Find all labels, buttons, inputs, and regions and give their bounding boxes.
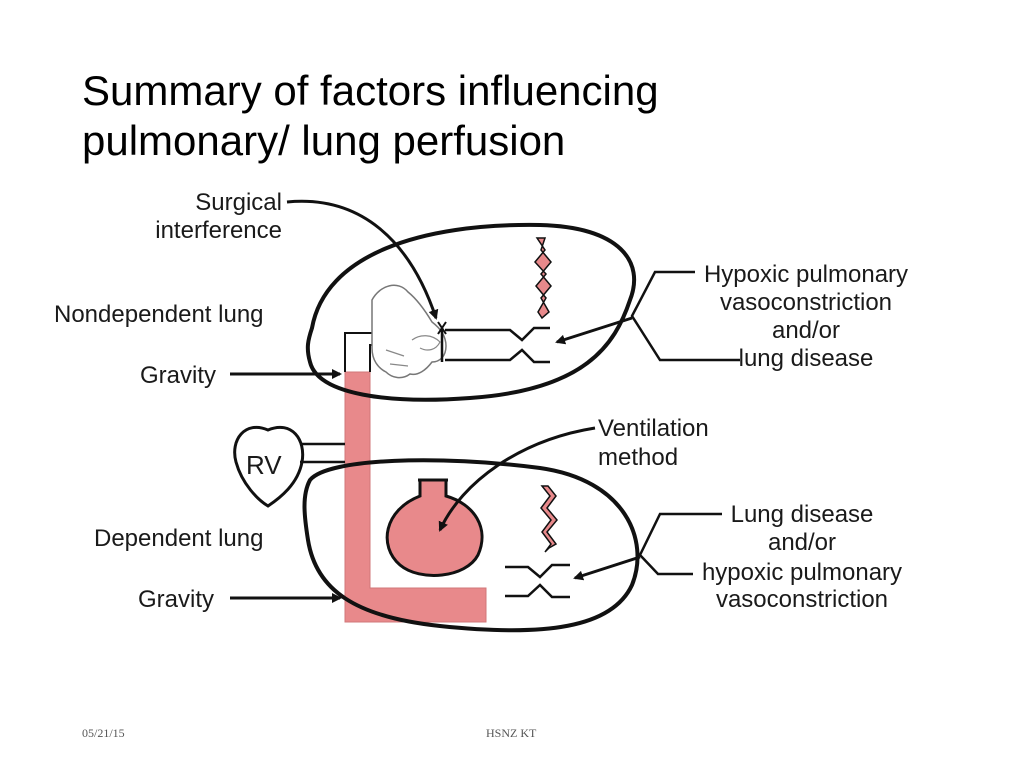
footer-center-text: HSNZ KT bbox=[486, 726, 537, 740]
slide-title: Summary of factors influencing pulmonary… bbox=[82, 66, 942, 166]
surgical-label-line-1: Surgical bbox=[195, 189, 282, 216]
lower-airway-squiggle bbox=[540, 485, 558, 553]
surgical-arrow bbox=[286, 199, 439, 320]
lower-alveolus bbox=[385, 478, 484, 577]
lower-bracket-arrow bbox=[573, 555, 641, 581]
ventilation-arrow bbox=[438, 426, 596, 532]
ld-bottom-line-3: hypoxic pulmonary bbox=[702, 559, 902, 586]
ld-bottom-line-4: vasoconstriction bbox=[716, 586, 888, 613]
nondependent-lung-label: Nondependent lung bbox=[54, 301, 264, 328]
upper-bracket-arrow bbox=[555, 316, 633, 345]
ventilation-label-line-2: method bbox=[598, 444, 678, 471]
upper-bracket bbox=[630, 270, 740, 362]
gravity-bottom-label: Gravity bbox=[138, 586, 214, 613]
ventilation-label-line-1: Ventilation bbox=[598, 415, 709, 442]
dependent-lung-outline bbox=[302, 458, 640, 633]
lower-capillary bbox=[505, 563, 570, 599]
footer-date: 05/21/15 bbox=[82, 726, 125, 740]
slide-title-line-2: pulmonary/ lung perfusion bbox=[82, 117, 566, 164]
rv-label: RV bbox=[246, 450, 282, 480]
ld-bottom-line-2: and/or bbox=[768, 529, 836, 556]
surgical-hand-detail bbox=[385, 335, 441, 367]
hpv-top-line-4: lung disease bbox=[739, 345, 874, 372]
hpv-top-line-2: vasoconstriction bbox=[720, 289, 892, 316]
ld-bottom-line-1: Lung disease bbox=[731, 501, 874, 528]
upper-capillary bbox=[440, 326, 550, 364]
dependent-lung-label: Dependent lung bbox=[94, 525, 263, 552]
right-ventricle-shape bbox=[233, 425, 305, 508]
rv-connector bbox=[300, 442, 345, 464]
hpv-top-line-1: Hypoxic pulmonary bbox=[704, 261, 908, 288]
surgical-hand-icon bbox=[371, 284, 447, 379]
slide-title-line-1: Summary of factors influencing bbox=[82, 67, 659, 114]
lower-bracket bbox=[638, 512, 722, 576]
surgical-label-line-2: interference bbox=[155, 217, 282, 244]
upper-capillary-pinch bbox=[437, 321, 447, 335]
hpv-top-line-3: and/or bbox=[772, 317, 840, 344]
upper-airway-squiggle bbox=[534, 237, 552, 320]
gravity-top-label: Gravity bbox=[140, 362, 216, 389]
